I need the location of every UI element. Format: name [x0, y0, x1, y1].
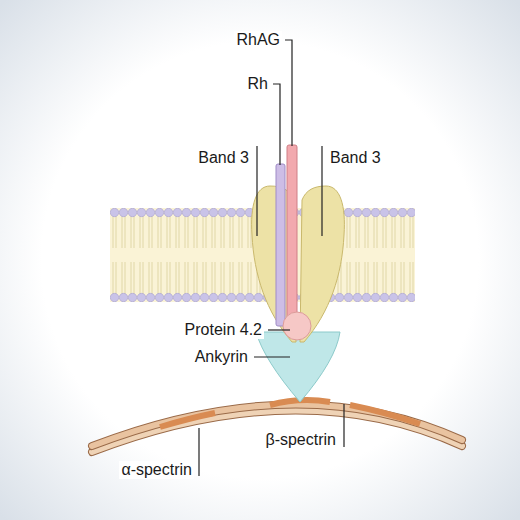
rh-rod — [276, 164, 285, 326]
ankyrin-shape — [256, 332, 340, 402]
leader-line — [343, 404, 344, 447]
structure-label: β-spectrin — [263, 431, 338, 449]
structure-label: Protein 4.2 — [183, 321, 264, 339]
leader-line — [321, 146, 322, 236]
structure-label: Band 3 — [328, 149, 383, 167]
structure-label: Rh — [246, 75, 270, 93]
spectrin-segment — [160, 413, 215, 427]
leader-line — [198, 428, 199, 476]
structure-label: α-spectrin — [119, 461, 194, 479]
rhag-rod — [287, 145, 297, 326]
leader-line — [268, 329, 290, 330]
structure-label: RhAG — [234, 31, 282, 49]
leader-line — [256, 146, 257, 236]
leader-line — [285, 40, 292, 146]
leader-line — [273, 84, 280, 165]
structure-label: Ankyrin — [193, 348, 250, 366]
structure-label: Band 3 — [196, 149, 251, 167]
spectrin-segment — [350, 405, 420, 424]
leader-line — [254, 356, 290, 357]
protein-4-2-shape — [283, 312, 311, 340]
